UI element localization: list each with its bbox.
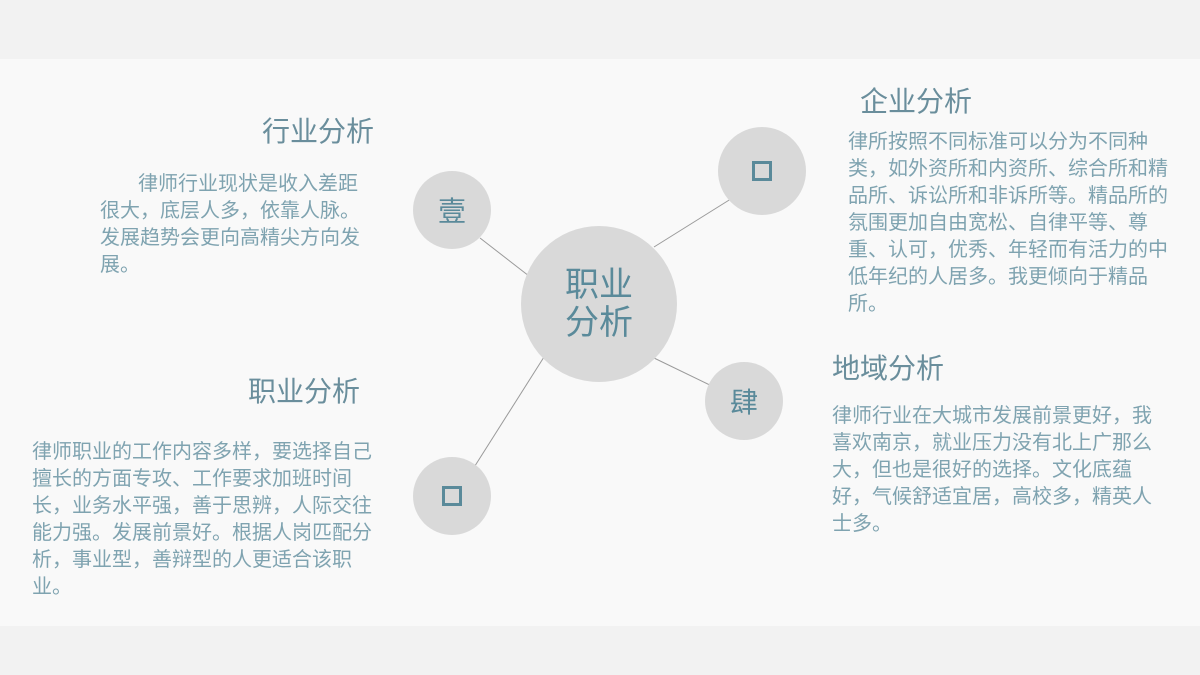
career-title: 职业分析	[248, 375, 361, 408]
node-1-label: 壹	[437, 195, 466, 228]
career-body: 律师职业的工作内容多样，要选择自己擅长的方面专攻、工作要求加班时间长，业务水平强…	[32, 439, 372, 598]
node-4: 肆	[705, 362, 783, 440]
node-1: 壹	[413, 171, 491, 249]
enterprise-body: 律所按照不同标准可以分为不同种类，如外资所和内资所、综合所和精品所、诉讼所和非诉…	[848, 129, 1168, 315]
center-circle: 职业 分析	[521, 226, 677, 382]
node-4-label: 肆	[729, 386, 758, 419]
enterprise-title: 企业分析	[860, 85, 973, 118]
region-body: 律师行业在大城市发展前景更好，我喜欢南京，就业压力没有北上广那么大，但也是很好的…	[832, 403, 1152, 535]
node-2	[718, 127, 806, 215]
industry-title: 行业分析	[262, 115, 375, 148]
connector-line-3	[465, 356, 545, 481]
industry-body: 律师行业现状是收入差距很大，底层人多，依靠人脉。发展趋势会更向高精尖方向发展。	[100, 171, 360, 276]
square-icon	[752, 161, 772, 181]
connector-line-4	[653, 357, 717, 389]
node-3	[413, 457, 491, 535]
region-title: 地域分析	[832, 352, 945, 385]
center-label: 职业 分析	[565, 265, 633, 343]
square-icon	[442, 486, 462, 506]
connector-line-2	[653, 196, 735, 248]
